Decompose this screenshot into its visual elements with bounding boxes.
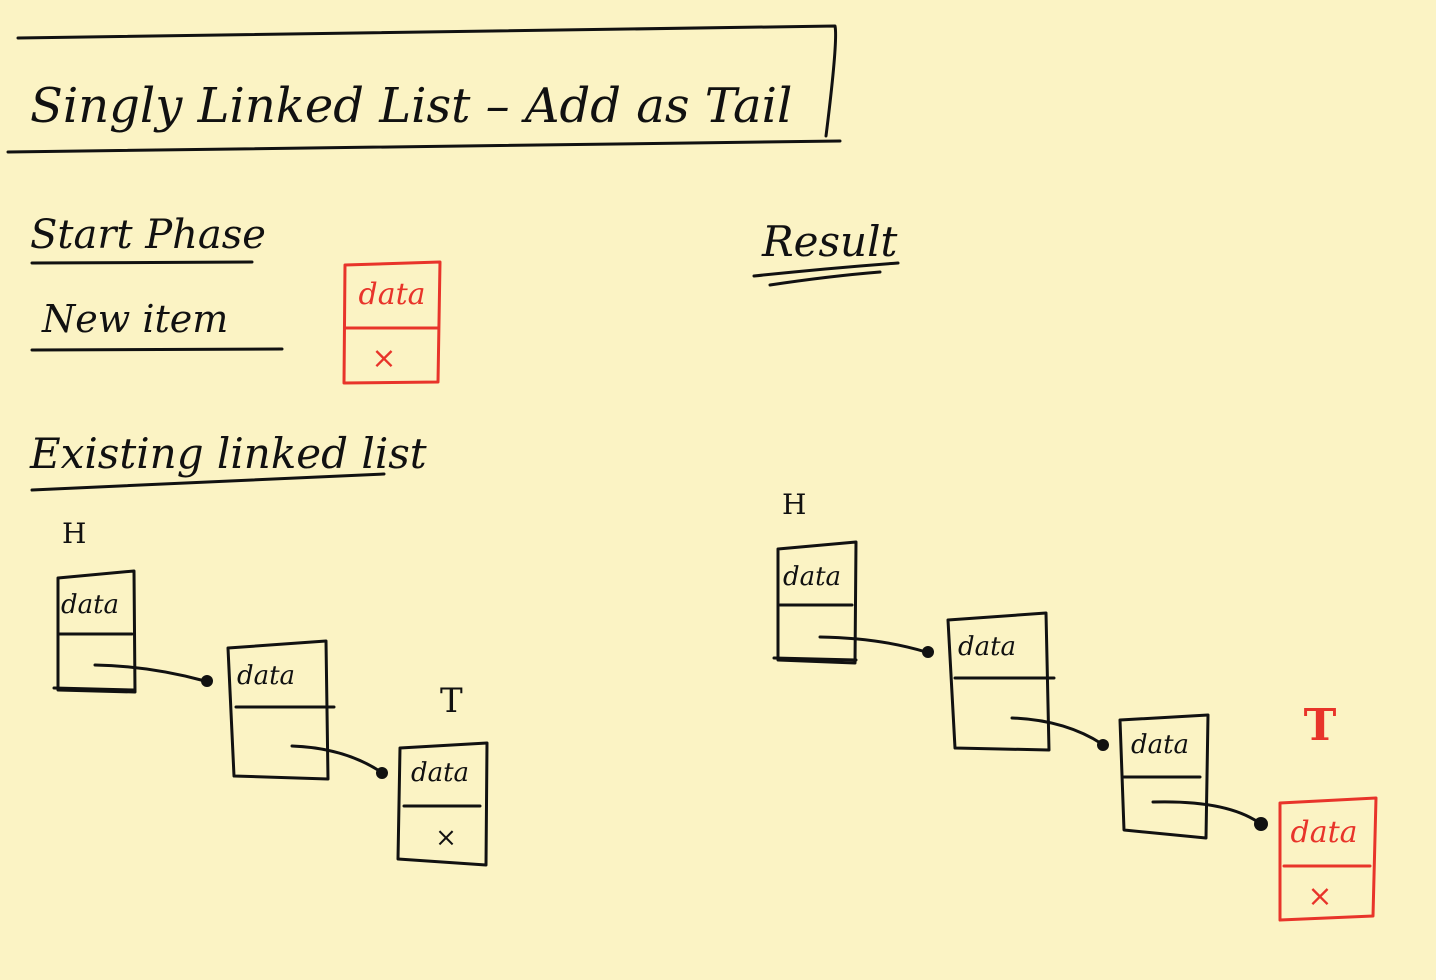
start-phase-heading: Start Phase — [30, 212, 266, 258]
new-item-section: New item data × — [30, 260, 442, 385]
new-item-data: data — [358, 277, 425, 312]
result-node-2: data — [946, 611, 1056, 752]
result-node-4-null-pointer: × — [1307, 879, 1332, 914]
result-section: Result H T data data data — [752, 217, 1378, 922]
result-node-3: data — [1118, 713, 1210, 840]
title-box: Singly Linked List – Add as Tail — [6, 24, 842, 154]
existing-list-section: Existing linked list H T data data data … — [29, 429, 489, 867]
existing-node-3: data × — [396, 741, 489, 867]
existing-node-2-data: data — [237, 661, 295, 691]
result-node-4: data × — [1278, 796, 1378, 922]
new-item-null-pointer: × — [371, 341, 396, 376]
existing-node-1-data: data — [61, 590, 119, 620]
existing-pointer-2-3-head — [376, 767, 388, 779]
new-item-label: New item — [41, 297, 228, 341]
page-title: Singly Linked List – Add as Tail — [30, 78, 792, 134]
result-pointer-1-2-head — [922, 646, 934, 658]
existing-tail-marker: T — [440, 681, 463, 721]
result-pointer-1-2 — [818, 635, 928, 654]
result-node-3-data: data — [1131, 730, 1189, 760]
result-heading: Result — [761, 217, 898, 266]
existing-node-1: data — [52, 569, 137, 694]
existing-list-heading: Existing linked list — [29, 429, 427, 478]
result-pointer-3-4 — [1151, 800, 1260, 824]
existing-head-marker: H — [62, 517, 86, 550]
new-item-node: data × — [342, 260, 442, 385]
result-pointer-2-3-head — [1097, 739, 1109, 751]
existing-node-2: data — [226, 639, 336, 781]
existing-pointer-1-2-head — [201, 675, 213, 687]
result-head-marker: H — [782, 488, 806, 521]
result-pointer-3-4-head — [1254, 817, 1268, 831]
start-phase-section: Start Phase — [30, 212, 266, 265]
existing-node-3-null-pointer: × — [435, 823, 457, 853]
result-node-4-data: data — [1290, 815, 1357, 850]
existing-pointer-2-3 — [290, 744, 383, 774]
result-node-2-data: data — [958, 632, 1016, 662]
existing-node-3-data: data — [411, 758, 469, 788]
result-node-1-data: data — [783, 562, 841, 592]
existing-pointer-1-2 — [93, 663, 207, 683]
result-node-1: data — [772, 540, 858, 665]
result-pointer-2-3 — [1010, 716, 1104, 746]
result-tail-marker: T — [1304, 700, 1337, 751]
